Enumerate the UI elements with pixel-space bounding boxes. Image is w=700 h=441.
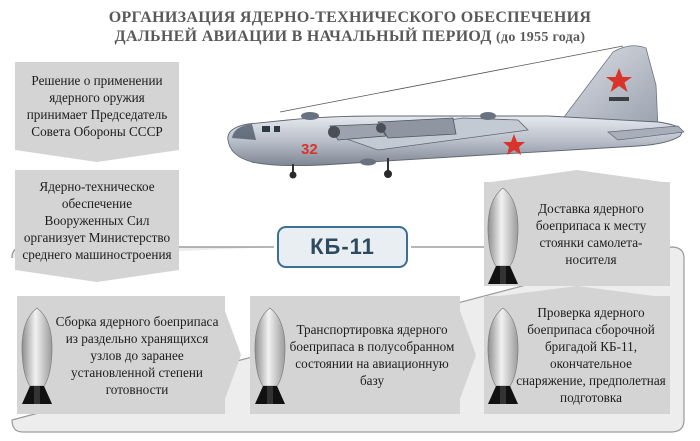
plane-number: 32: [301, 141, 318, 158]
bomber-aircraft-image: 32: [227, 45, 685, 179]
kb11-label: КБ-11: [277, 226, 408, 268]
check-up-arrow: [484, 286, 670, 298]
decision-box: Решение о применении ядерного оружия при…: [15, 62, 179, 150]
organization-down-arrow: [15, 270, 179, 282]
tail-star-icon: [606, 68, 632, 92]
check-text: Проверка ядерного боеприпаса сборочной б…: [516, 305, 666, 405]
delivery-up-arrow: [484, 170, 670, 183]
nuclear-bomb-icon: [254, 307, 286, 404]
title-period: (до 1955 года): [496, 30, 586, 45]
decision-down-arrow: [15, 150, 179, 162]
organization-box: Ядерно-техническое обеспечение Вооруженн…: [15, 170, 179, 270]
assembly-right-arrow: [225, 311, 241, 399]
delivery-text: Доставка ядерного боеприпаса к месту сто…: [535, 201, 647, 267]
diagram-title: ОРГАНИЗАЦИЯ ЯДЕРНО-ТЕХНИЧЕСКОГО ОБЕСПЕЧЕ…: [60, 8, 640, 47]
assembly-text: Сборка ядерного боеприпаса из раздельно …: [55, 313, 219, 397]
fuselage-star-icon: [503, 134, 525, 155]
nuclear-bomb-icon: [21, 307, 53, 404]
organization-text: Ядерно-техническое обеспечение Вооруженн…: [22, 178, 172, 262]
title-line-2: ДАЛЬНЕЙ АВИАЦИИ В НАЧАЛЬНЫЙ ПЕРИОД (до 1…: [60, 27, 640, 47]
vertical-tail: [557, 45, 659, 129]
nuclear-bomb-icon: [487, 307, 519, 404]
title-line-2-main: ДАЛЬНЕЙ АВИАЦИИ В НАЧАЛЬНЫЙ ПЕРИОД: [114, 28, 492, 45]
nuclear-bomb-icon: [487, 187, 519, 284]
title-line-1: ОРГАНИЗАЦИЯ ЯДЕРНО-ТЕХНИЧЕСКОГО ОБЕСПЕЧЕ…: [108, 9, 592, 26]
decision-text: Решение о применении ядерного оружия при…: [26, 73, 168, 139]
transport-text: Транспортировка ядерного боеприпаса в по…: [289, 322, 455, 388]
transport-right-arrow: [460, 311, 476, 399]
